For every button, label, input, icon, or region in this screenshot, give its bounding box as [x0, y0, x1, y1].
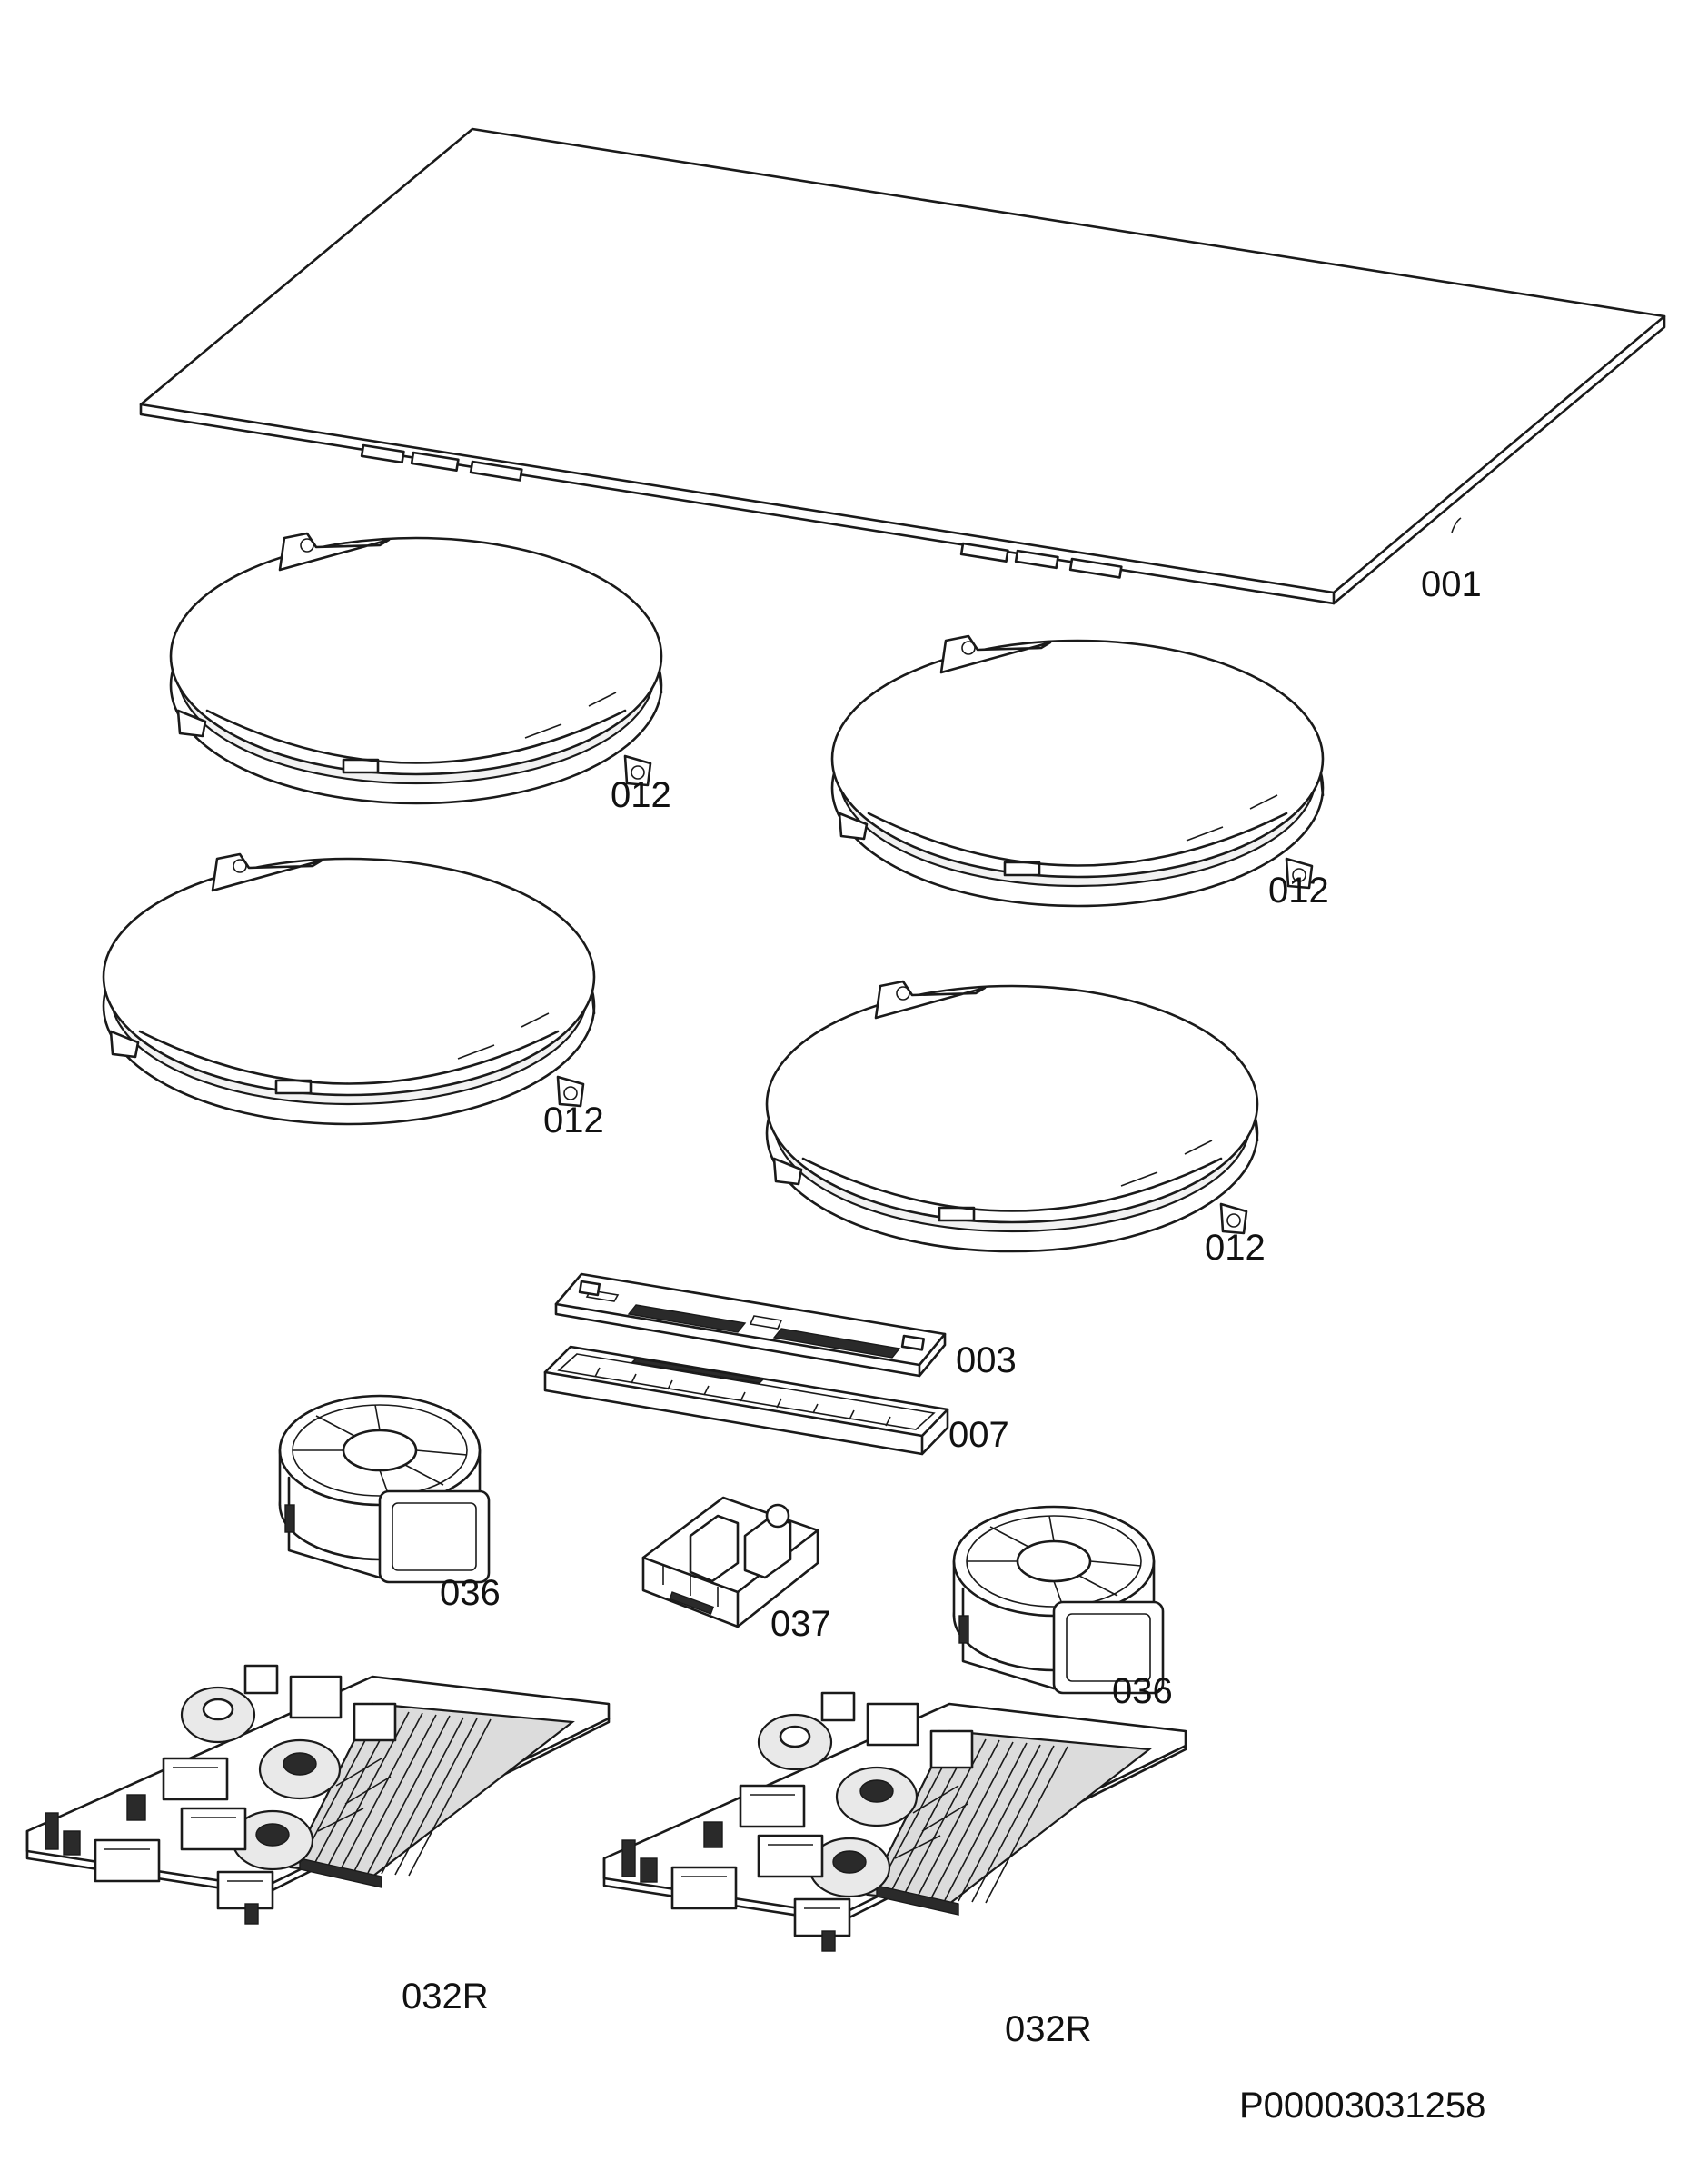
control-board-frame [543, 1345, 949, 1456]
induction-coil-rear-left [169, 532, 663, 805]
part-label-012-front-right: 012 [1205, 1228, 1266, 1268]
part-label-012-front-left: 012 [543, 1100, 604, 1140]
terminal-block [641, 1496, 819, 1628]
cooling-fan-right [952, 1505, 1165, 1695]
cooling-fan-left [278, 1394, 491, 1584]
control-circuit-board [554, 1272, 947, 1378]
part-label-036-left: 036 [440, 1573, 501, 1613]
document-code: P00003031258 [1239, 2086, 1485, 2126]
part-label-037: 037 [770, 1604, 831, 1644]
glass-ceramic-hob-top [139, 127, 1666, 605]
induction-coil-front-right [765, 980, 1259, 1253]
induction-coil-front-left [102, 852, 596, 1126]
part-label-036-right: 036 [1112, 1671, 1173, 1711]
power-board-right [602, 1691, 1187, 1953]
part-label-012-rear-right: 012 [1268, 871, 1329, 911]
part-label-012-rear-left: 012 [611, 775, 671, 815]
power-board-left [25, 1664, 611, 1926]
induction-coil-rear-right [830, 634, 1325, 908]
part-label-003: 003 [956, 1340, 1017, 1380]
part-label-032R-right: 032R [1005, 2009, 1092, 2049]
part-label-032R-left: 032R [402, 1977, 489, 2017]
part-label-001: 001 [1421, 564, 1482, 604]
part-label-007: 007 [948, 1415, 1009, 1455]
